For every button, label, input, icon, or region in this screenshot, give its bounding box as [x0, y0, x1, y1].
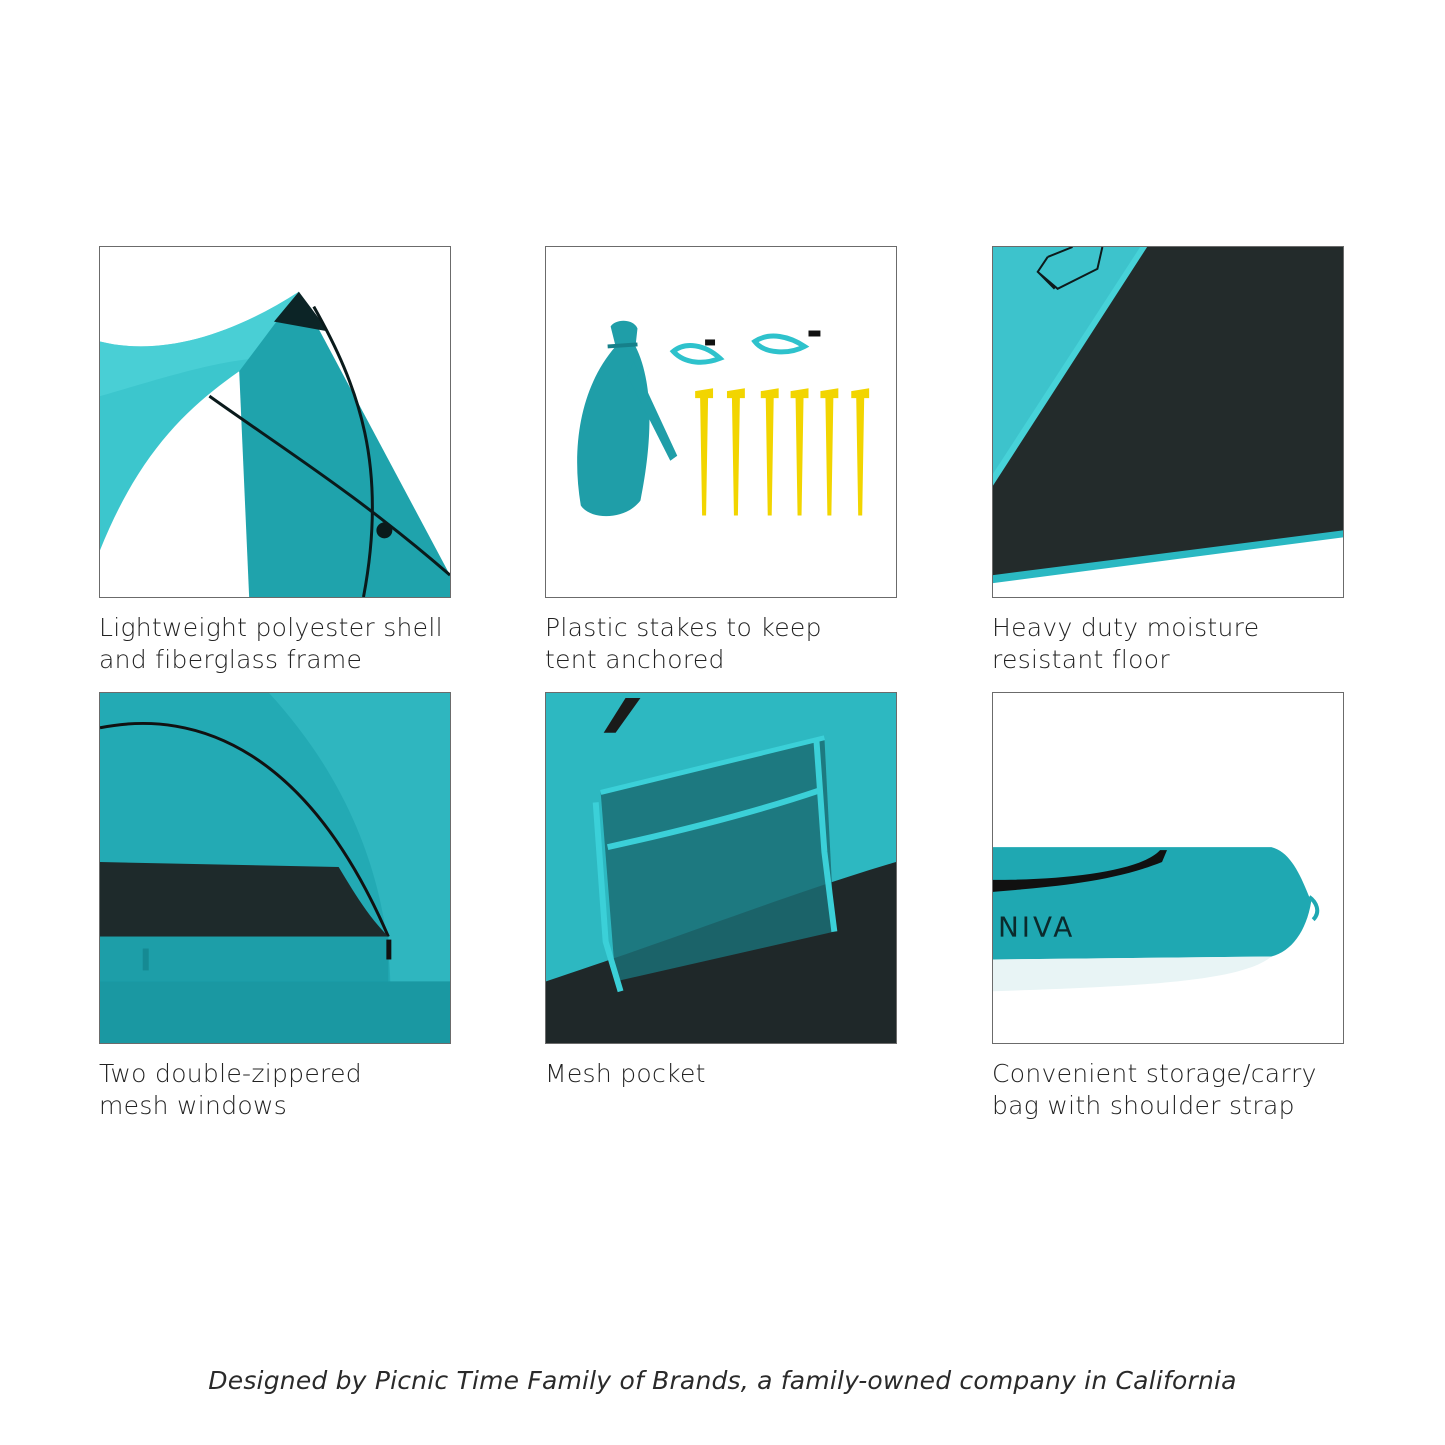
tent-floor-photo: [992, 246, 1344, 598]
feature-caption: Lightweight polyester shell and fibergla…: [99, 613, 443, 674]
mesh-pocket-photo: [545, 692, 897, 1044]
svg-text:NIVA: NIVA: [998, 911, 1075, 944]
company-footer: Designed by Picnic Time Family of Brands…: [208, 1366, 1237, 1395]
feature-caption: Convenient storage/carry bag with should…: [992, 1059, 1317, 1120]
feature-caption: Plastic stakes to keep tent anchored: [545, 613, 822, 674]
stakes-and-guy-lines-photo: [545, 246, 897, 598]
carry-bag-photo: NIVA: [992, 692, 1344, 1044]
feature-caption: Mesh pocket: [545, 1059, 706, 1088]
feature-caption: Heavy duty moisture resistant floor: [992, 613, 1260, 674]
tent-canopy-frame-photo: [99, 246, 451, 598]
feature-caption: Two double-zippered mesh windows: [99, 1059, 362, 1120]
mesh-window-photo: [99, 692, 451, 1044]
